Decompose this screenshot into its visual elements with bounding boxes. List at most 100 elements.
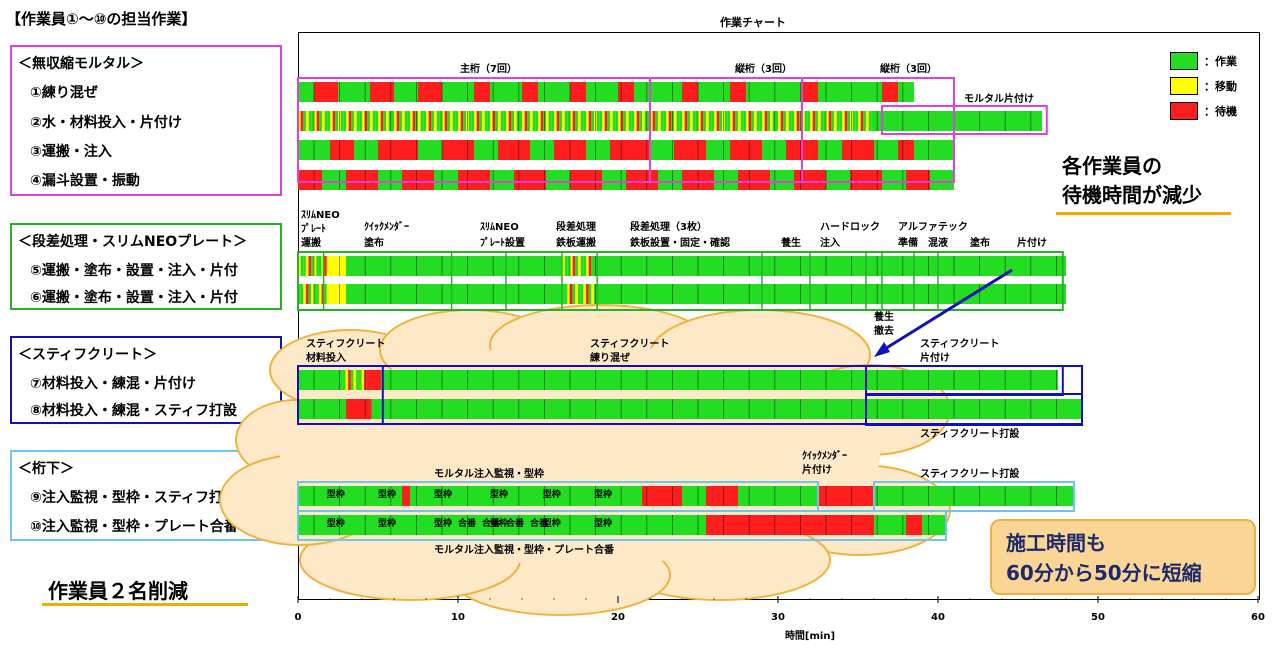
bar-segment: [583, 111, 586, 131]
bar-segment: [442, 111, 445, 131]
cell-label: 合番: [506, 517, 525, 529]
bar-segment: [772, 111, 776, 131]
bar-segment: [770, 111, 773, 131]
annotation-label: ﾌﾟﾚｰﾄ: [301, 222, 326, 235]
arrow-line: [879, 268, 1013, 354]
bar-segment: [586, 111, 589, 131]
legend-label: ：移動: [1204, 79, 1237, 93]
bar-segment: [764, 111, 768, 131]
bar-segment: [794, 111, 797, 131]
annotation-label: 鉄板設置・固定・確認: [630, 236, 730, 249]
bar-segment: [490, 82, 522, 102]
legend-item: ：作業: [1170, 48, 1237, 73]
bar-segment: [626, 111, 629, 131]
bar-segment: [426, 111, 429, 131]
bar-segment: [732, 111, 736, 131]
cell-label: 型枠: [543, 517, 561, 529]
annotation-label: 塗布: [970, 236, 990, 249]
bar-segment: [852, 111, 856, 131]
bar-segment: [690, 111, 693, 131]
group-outline: [865, 393, 1083, 426]
bar-segment: [780, 111, 784, 131]
bar-segment: [564, 111, 568, 131]
bar-segment: [410, 111, 413, 131]
bar-segment: [300, 284, 304, 304]
bar-segment: [623, 111, 626, 131]
bar-segment: [322, 111, 325, 131]
bar-segment: [353, 370, 357, 390]
legend-label: ：作業: [1204, 54, 1237, 68]
bar-segment: [476, 111, 480, 131]
bar-segment: [371, 399, 383, 419]
cell-label: 型枠: [594, 517, 612, 529]
bar-segment: [313, 284, 317, 304]
bar-segment: [778, 111, 781, 131]
bar-segment: [394, 82, 418, 102]
bar-segment: [570, 284, 573, 304]
bar-segment: [572, 284, 576, 304]
bar-segment: [530, 111, 533, 131]
cell-label: 合番: [458, 517, 477, 529]
annotation-label: 塗布: [364, 236, 384, 249]
bar-segment: [314, 82, 338, 102]
bar-segment: [402, 170, 434, 190]
bar-segment: [708, 111, 712, 131]
bar-segment: [647, 111, 650, 131]
bar-segment: [564, 256, 568, 276]
bar-segment: [298, 399, 346, 419]
annotation-label: 段差処理（3枚）: [630, 220, 707, 233]
bar-segment: [575, 256, 578, 276]
bar-segment: [842, 140, 874, 160]
bar-segment: [882, 170, 906, 190]
bar-segment: [586, 256, 589, 276]
bar-segment: [332, 111, 336, 131]
annotation-label: 段差処理: [556, 220, 596, 233]
bar-segment: [596, 111, 600, 131]
bar-segment: [567, 256, 570, 276]
bar-segment: [346, 111, 349, 131]
bar-segment: [326, 256, 346, 276]
underline: [42, 603, 248, 606]
bar-segment: [796, 111, 800, 131]
annotation-label: モルタル注入監視・型枠: [434, 467, 544, 480]
bar-segment: [439, 111, 442, 131]
annotation-label: 準備: [898, 236, 918, 249]
worker-label: ⑥運搬・塗布・設置・注入・片付: [30, 290, 238, 306]
bar-segment: [591, 256, 594, 276]
bar-segment: [714, 170, 738, 190]
bar-segment: [738, 486, 778, 506]
bar-segment: [381, 370, 866, 390]
bar-segment: [858, 82, 882, 102]
callout-underline: [1056, 212, 1231, 215]
legend-item: ：移動: [1170, 73, 1237, 98]
bar-segment: [474, 82, 490, 102]
bar-segment: [562, 284, 565, 304]
bar-segment: [308, 284, 312, 304]
annotation-label: 片付け: [1017, 236, 1047, 249]
bar-segment: [807, 111, 810, 131]
group-outline: [297, 365, 384, 425]
bar-segment: [382, 399, 866, 419]
bar-segment: [602, 170, 626, 190]
bar-segment: [567, 284, 570, 304]
bar-segment: [306, 111, 309, 131]
bar-segment: [570, 256, 573, 276]
bar-segment: [711, 111, 714, 131]
annotation-label: 撤去: [874, 324, 894, 337]
legend-swatch: [1170, 101, 1198, 120]
bar-segment: [631, 111, 634, 131]
bar-segment: [498, 111, 501, 131]
bar-segment: [474, 111, 477, 131]
callout-line: 待機時間が減少: [1062, 183, 1202, 207]
bar-segment: [682, 82, 698, 102]
bar-segment: [404, 111, 408, 131]
annotation-label: 片付け: [920, 351, 950, 364]
bar-segment: [532, 111, 536, 131]
chart-title: 作業チャート: [720, 16, 786, 29]
annotation-label: ｽﾘﾑNEO: [301, 209, 340, 221]
bar-segment: [514, 170, 546, 190]
bar-segment: [514, 111, 517, 131]
bar-segment: [354, 140, 378, 160]
bar-segment: [791, 111, 794, 131]
bar-segment: [810, 111, 813, 131]
